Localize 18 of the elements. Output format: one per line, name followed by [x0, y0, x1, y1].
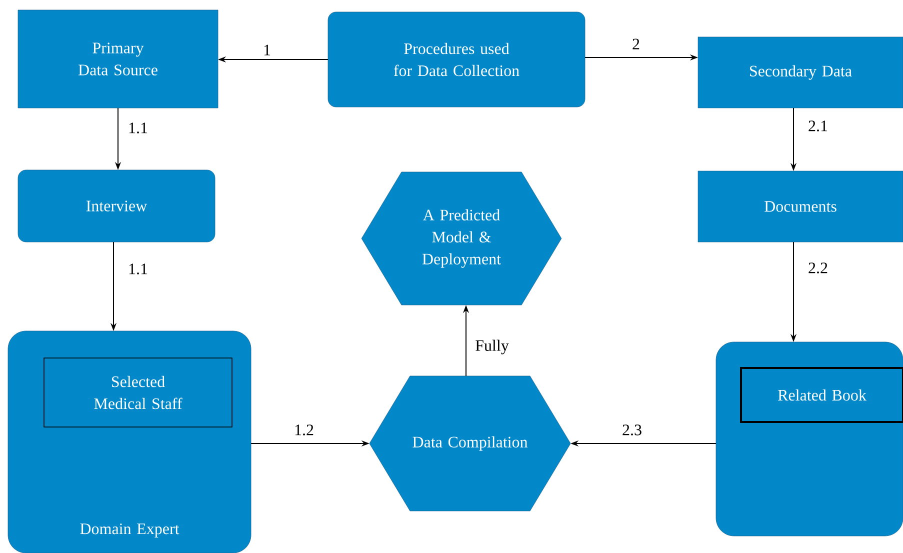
process-box: Interview [18, 170, 216, 242]
edge-label: 1 [262, 44, 272, 56]
process-box: Secondary Data [698, 36, 903, 108]
edge-label: 2.1 [807, 120, 829, 132]
inner-box: Selected Medical Staff [44, 358, 232, 428]
process-box: Procedures used for Data Collection [328, 12, 586, 108]
hexagon-node: A Predicted Model & Deployment [361, 172, 562, 306]
edge-label: 2 [631, 38, 641, 50]
process-box: Documents [698, 170, 903, 242]
edge-label: 2.3 [621, 424, 643, 436]
edge-label: 1.2 [293, 424, 315, 436]
edge-label: 1.1 [127, 262, 149, 276]
edge-label: Fully [474, 338, 510, 356]
process-box: Primary Data Source [18, 10, 218, 108]
hexagon-node: Data Compilation [369, 376, 571, 512]
edge-label: 1.1 [127, 122, 149, 134]
inner-box: Related Book [740, 366, 903, 423]
edge-label: 2.2 [807, 262, 829, 274]
